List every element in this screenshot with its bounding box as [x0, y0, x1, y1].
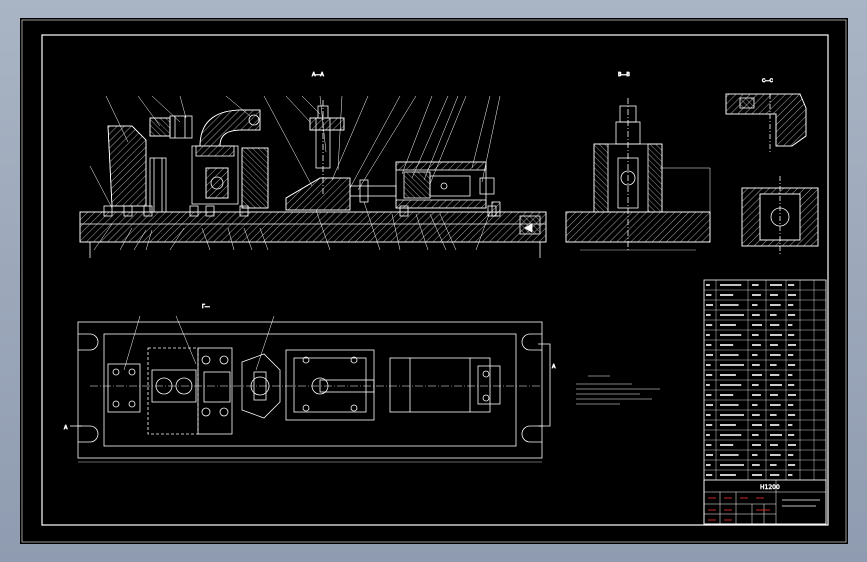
title-block-code: H1200	[760, 484, 780, 491]
section-aa-view: A—A	[79, 72, 547, 258]
plan-view: Γ—	[64, 304, 556, 463]
plan-arrow-a-right: A	[552, 364, 556, 370]
drawing-frame	[21, 19, 847, 543]
section-bb-label: B—B	[618, 72, 630, 78]
section-cc-label: C—C	[762, 78, 773, 84]
plan-arrow-a-left: A	[64, 425, 68, 431]
section-aa-label: A—A	[312, 72, 324, 78]
plan-view-label: Γ—	[202, 304, 210, 310]
parts-list-table	[703, 279, 827, 525]
plan-view-leaders	[123, 315, 275, 371]
technical-notes	[576, 375, 660, 405]
section-aa-leaders	[89, 95, 501, 251]
cad-drawing-viewport[interactable]: A—A	[20, 18, 848, 544]
section-cc-detail: C—C	[725, 78, 819, 254]
drawing-canvas[interactable]: A—A	[20, 18, 848, 544]
title-block: H1200	[703, 479, 827, 525]
section-bb-view: B—B	[565, 72, 711, 251]
